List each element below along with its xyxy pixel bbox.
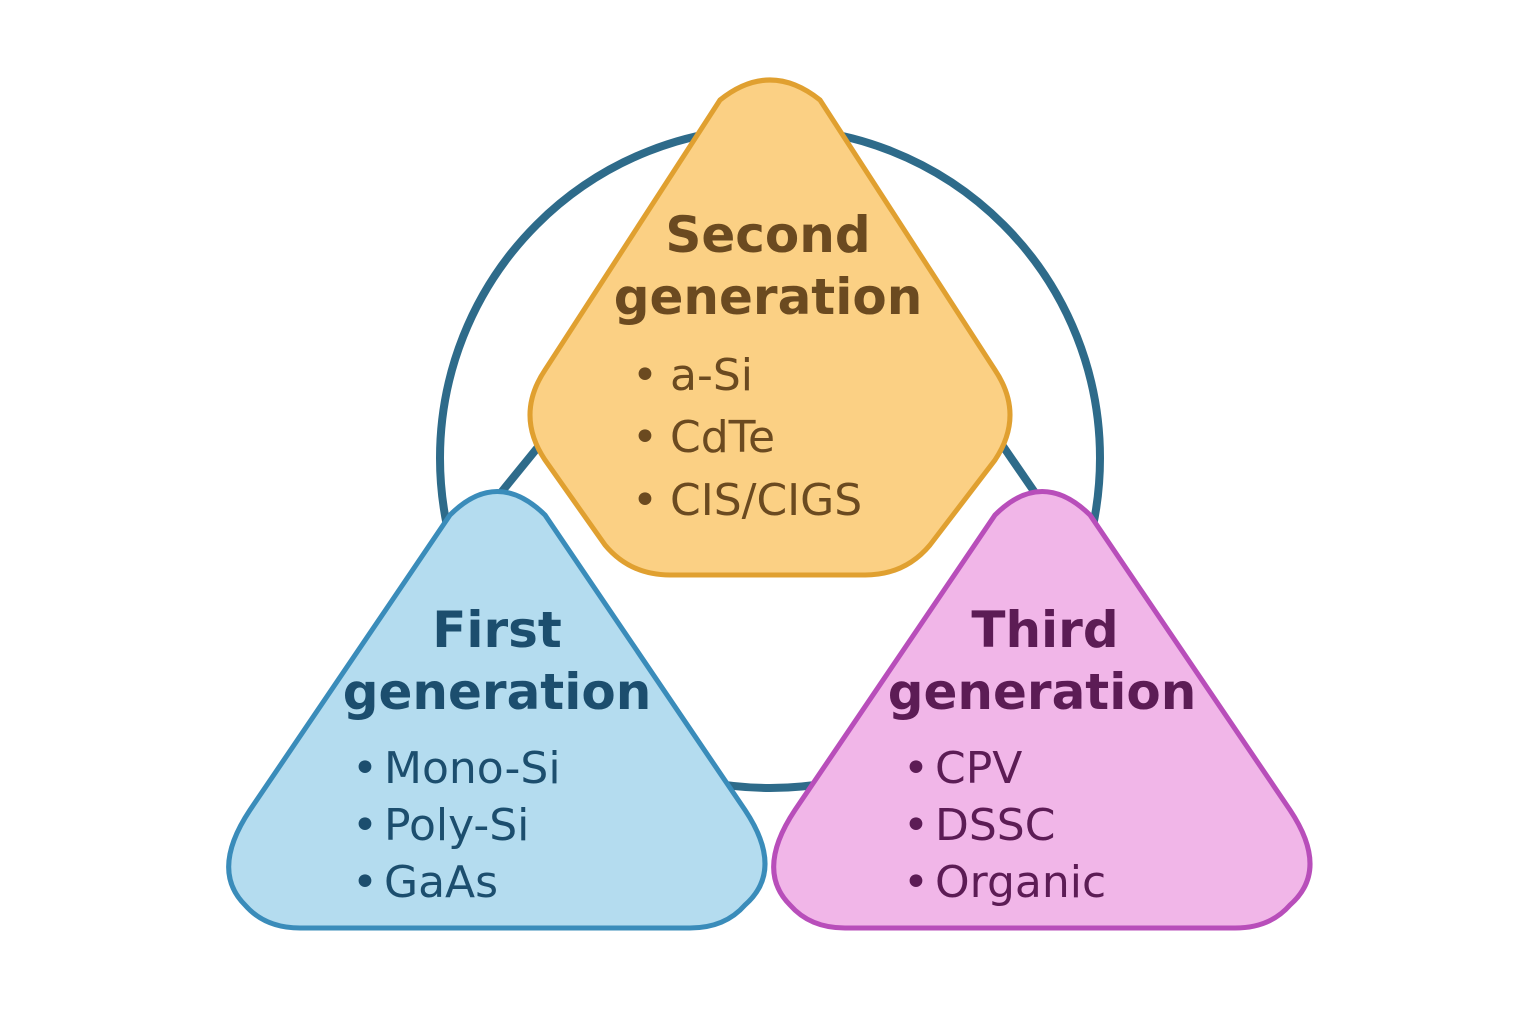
third-generation-bullet: • (903, 743, 929, 794)
first-generation-item: Poly-Si (384, 800, 529, 851)
third-generation-title-line1: Third (971, 601, 1118, 659)
first-generation-title-line1: First (432, 601, 562, 659)
third-generation-bullet: • (903, 800, 929, 851)
second-generation-group: Second generation • a-Si • CdTe • CIS/CI… (527, 77, 1013, 578)
first-generation-bullet: • (352, 743, 378, 794)
third-generation-group: Third generation • CPV • DSSC • Organic (771, 489, 1313, 931)
third-generation-item: Organic (935, 857, 1106, 908)
third-generation-title-line2: generation (888, 663, 1197, 721)
first-generation-item: Mono-Si (384, 743, 561, 794)
first-generation-bullet: • (352, 857, 378, 908)
second-generation-item: a-Si (670, 350, 753, 401)
third-generation-item: CPV (935, 743, 1022, 794)
second-generation-shape (527, 77, 1013, 578)
first-generation-group: First generation • Mono-Si • Poly-Si • G… (226, 489, 768, 931)
second-generation-title-line1: Second (665, 206, 870, 264)
first-generation-item: GaAs (384, 857, 498, 908)
first-generation-bullet: • (352, 800, 378, 851)
third-generation-item: DSSC (935, 800, 1055, 851)
third-generation-bullet: • (903, 857, 929, 908)
second-generation-bullet: • (632, 412, 658, 463)
second-generation-item: CIS/CIGS (670, 475, 862, 526)
first-generation-shape (226, 489, 768, 931)
second-generation-bullet: • (632, 350, 658, 401)
first-generation-title-line2: generation (343, 663, 652, 721)
second-generation-bullet: • (632, 475, 658, 526)
third-generation-shape (771, 489, 1313, 931)
second-generation-item: CdTe (670, 412, 775, 463)
second-generation-title-line2: generation (614, 268, 923, 326)
